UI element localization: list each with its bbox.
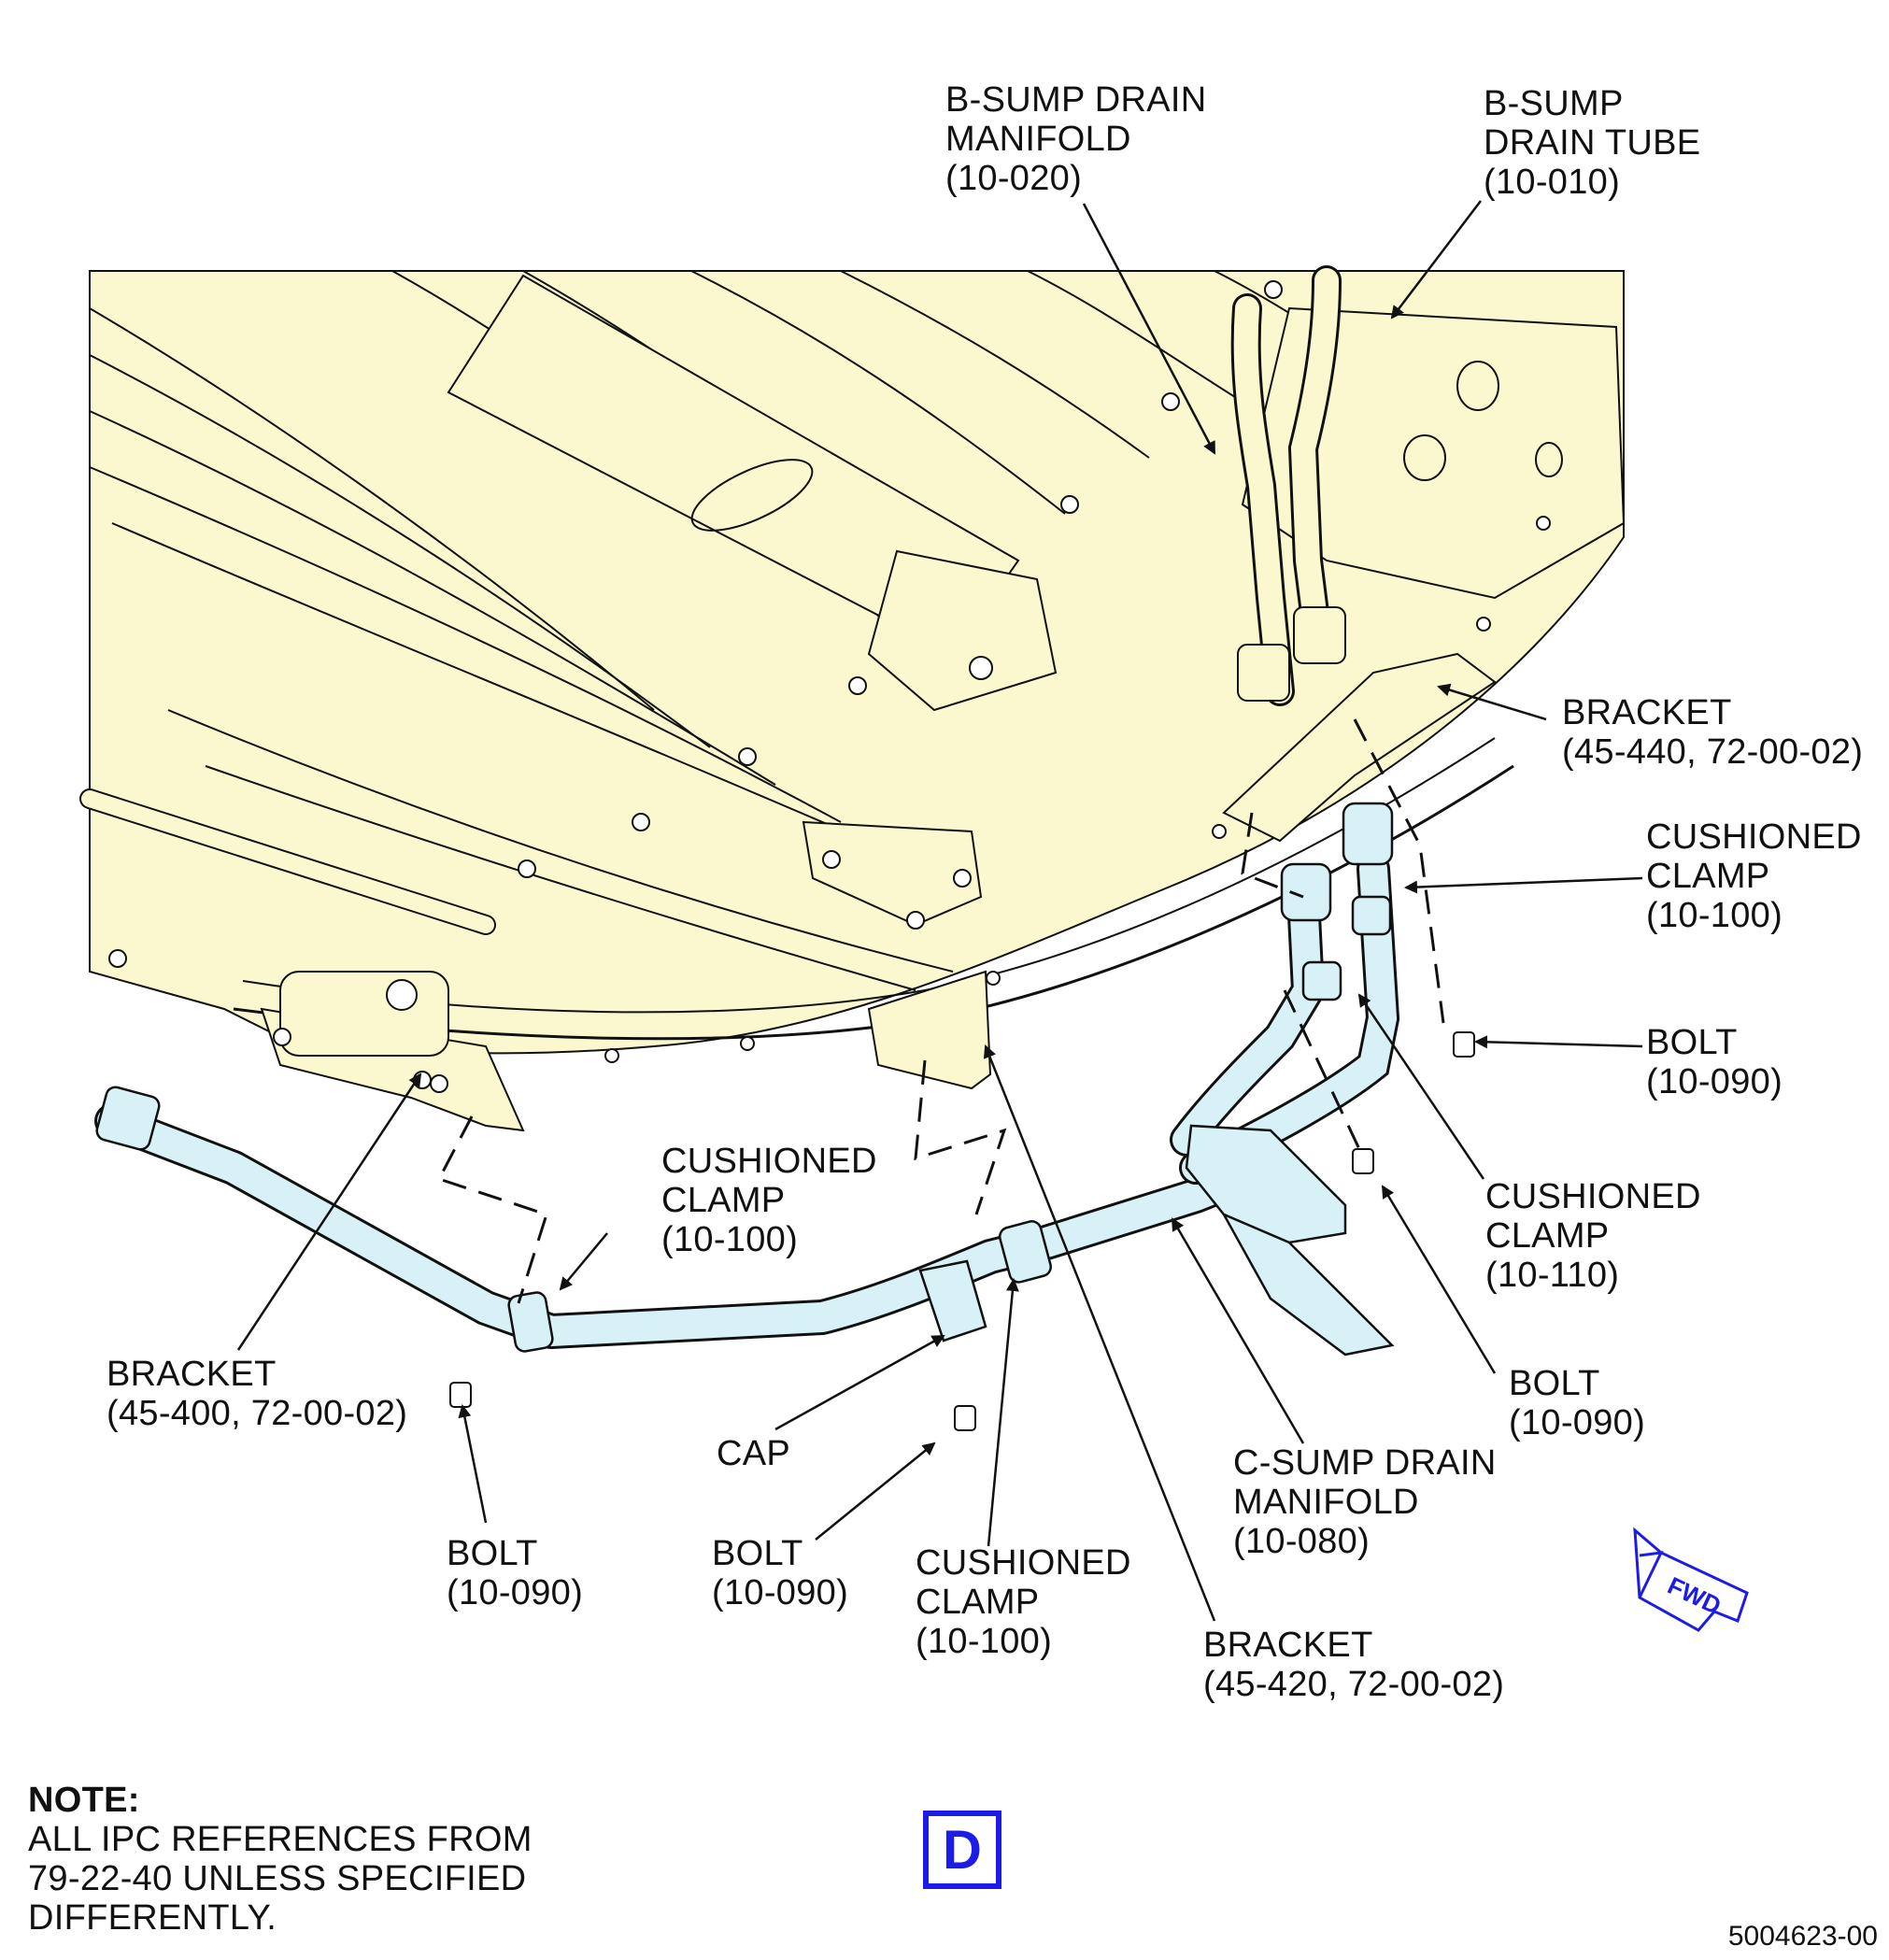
drain-tubes — [94, 265, 1400, 1356]
callout-cushioned-clamp-center: CUSHIONED CLAMP (10-100) — [661, 1142, 877, 1259]
note-title: NOTE: — [28, 1781, 140, 1820]
callout-bolt-bottom-left: BOLT (10-090) — [447, 1534, 584, 1612]
callout-c-sump-drain-manifold: C-SUMP DRAIN MANIFOLD (10-080) — [1233, 1443, 1497, 1561]
callout-bolt-mid-right: BOLT (10-090) — [1509, 1364, 1646, 1442]
callout-bracket-45-400: BRACKET (45-400, 72-00-02) — [107, 1355, 408, 1433]
assembly-dashed-lines — [436, 718, 1445, 1304]
callout-cushioned-clamp-upper-right: CUSHIONED CLAMP (10-100) — [1646, 817, 1862, 935]
bolts — [449, 1031, 1475, 1431]
callout-cushioned-clamp-10-110: CUSHIONED CLAMP (10-110) — [1485, 1177, 1701, 1295]
callout-b-sump-drain-manifold: B-SUMP DRAIN MANIFOLD (10-020) — [945, 80, 1207, 198]
callout-b-sump-drain-tube: B-SUMP DRAIN TUBE (10-010) — [1484, 84, 1701, 202]
callout-bolt-bottom-center: BOLT (10-090) — [712, 1534, 849, 1612]
view-letter: D — [943, 1819, 982, 1881]
leader-lines — [236, 200, 1643, 1622]
note-text: ALL IPC REFERENCES FROM 79-22-40 UNLESS … — [28, 1820, 533, 1938]
engine-casing — [79, 270, 1626, 1132]
callout-bolt-upper-right: BOLT (10-090) — [1646, 1023, 1783, 1101]
forward-arrow-icon: FWD — [1633, 1527, 1749, 1632]
view-letter-box: D — [923, 1811, 1001, 1889]
callout-cap: CAP — [717, 1434, 791, 1473]
callout-bracket-45-420: BRACKET (45-420, 72-00-02) — [1203, 1626, 1505, 1704]
callout-bracket-45-440: BRACKET (45-440, 72-00-02) — [1562, 693, 1864, 772]
callout-cushioned-clamp-bottom: CUSHIONED CLAMP (10-100) — [916, 1543, 1131, 1661]
document-number: 5004623-00 — [1727, 1921, 1878, 1952]
